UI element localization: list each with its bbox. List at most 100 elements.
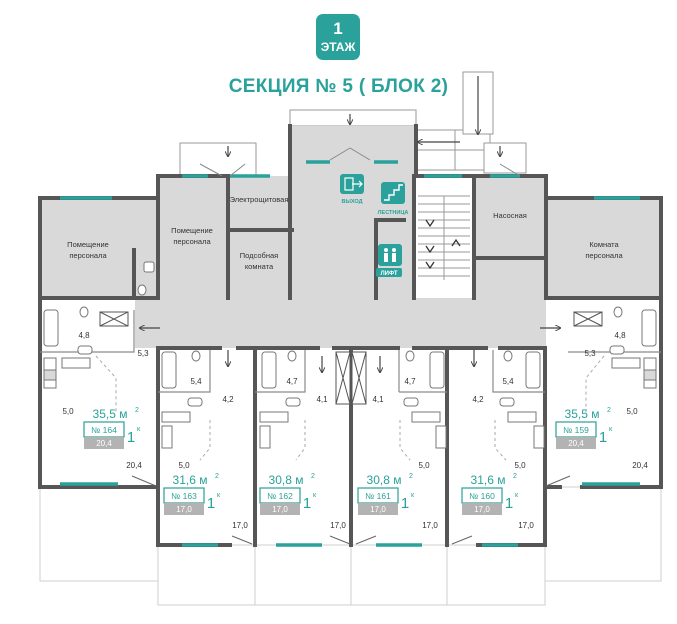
dimension-label: 5,0 bbox=[62, 407, 74, 416]
living-area: 17,0 bbox=[370, 505, 386, 514]
room-staff-left-l1: Помещение bbox=[67, 240, 109, 249]
stairs-icon: ЛЕСТНИЦА bbox=[378, 182, 409, 216]
dimension-label: 4,8 bbox=[78, 331, 90, 340]
living-area-box bbox=[260, 503, 300, 515]
common-areas bbox=[40, 126, 661, 348]
living-area: 20,4 bbox=[568, 439, 584, 448]
apartment-area: 31,6 м bbox=[471, 473, 506, 487]
dimension-label: 5,0 bbox=[178, 461, 190, 470]
balcony-163 bbox=[157, 544, 256, 606]
apartment-area: 31,6 м bbox=[173, 473, 208, 487]
staff-room-right bbox=[546, 198, 661, 298]
dimension-label: 5,4 bbox=[502, 377, 514, 386]
pump-room bbox=[474, 176, 546, 258]
exit-icon: ВЫХОД bbox=[340, 174, 364, 205]
area-unit-superscript: 2 bbox=[215, 473, 219, 480]
area-unit-superscript: 2 bbox=[513, 473, 517, 480]
dimension-label: 17,0 bbox=[232, 521, 248, 530]
utility-room bbox=[228, 230, 292, 298]
floor-number: 1 bbox=[333, 19, 343, 38]
living-area: 17,0 bbox=[176, 505, 192, 514]
balcony-161 bbox=[350, 544, 448, 606]
dimension-label: 4,2 bbox=[472, 395, 484, 404]
dimension-label: 17,0 bbox=[422, 521, 438, 530]
kitchens bbox=[43, 357, 657, 449]
living-area-box bbox=[556, 437, 596, 449]
area-unit-superscript: 2 bbox=[607, 407, 611, 414]
toilets bbox=[79, 284, 623, 362]
dimension-label: 4,8 bbox=[614, 331, 626, 340]
corridor-right bbox=[474, 258, 546, 298]
room-staff-right-l2: персонала bbox=[585, 251, 623, 260]
room-staff-right-l1: Комната bbox=[589, 240, 619, 249]
living-area-box bbox=[358, 503, 398, 515]
staff-room-mid bbox=[158, 176, 228, 298]
room-labels: Помещение персонала Помещение персонала … bbox=[67, 195, 623, 271]
dimension-label: 17,0 bbox=[330, 521, 346, 530]
area-unit-superscript: 2 bbox=[135, 407, 139, 414]
room-count: 1 bbox=[127, 429, 135, 446]
room-electrical: Электрощитовая bbox=[230, 195, 289, 204]
partitions bbox=[40, 310, 661, 393]
living-area-box bbox=[164, 503, 204, 515]
lift-icon: ЛИФТ bbox=[376, 244, 402, 277]
zone-lines bbox=[95, 355, 605, 461]
staircase bbox=[414, 176, 474, 298]
living-area: 17,0 bbox=[474, 505, 490, 514]
room-count: 1 bbox=[401, 495, 409, 512]
dimension-label: 5,0 bbox=[626, 407, 638, 416]
section-title: СЕКЦИЯ № 5 ( БЛОК 2) bbox=[228, 76, 449, 97]
electrical-room bbox=[228, 176, 292, 230]
dimension-label: 17,0 bbox=[518, 521, 534, 530]
apartment-number: № 162 bbox=[267, 491, 293, 501]
direction-arrows bbox=[140, 76, 560, 372]
exit-label: ВЫХОД bbox=[341, 199, 362, 205]
room-pump: Насосная bbox=[493, 211, 527, 220]
canopy-right-2 bbox=[483, 142, 527, 174]
room-count-superscript: к bbox=[313, 492, 317, 499]
dimension-label: 5,3 bbox=[584, 349, 596, 358]
corridor-left bbox=[135, 298, 160, 348]
room-staff-mid-l2: персонала bbox=[173, 237, 211, 246]
dimension-label: 5,0 bbox=[514, 461, 526, 470]
dimension-label: 5,4 bbox=[190, 377, 202, 386]
canopy-left bbox=[179, 142, 257, 176]
apartment-area: 30,8 м bbox=[367, 473, 402, 487]
dimension-label: 20,4 bbox=[126, 461, 142, 470]
sinks bbox=[77, 261, 625, 407]
corridor bbox=[158, 298, 546, 348]
room-count-superscript: к bbox=[411, 492, 415, 499]
dimension-label: 4,2 bbox=[222, 395, 234, 404]
area-unit-superscript: 2 bbox=[311, 473, 315, 480]
living-area-box bbox=[462, 503, 502, 515]
apartment-number: № 161 bbox=[365, 491, 391, 501]
dimension-label: 5,0 bbox=[418, 461, 430, 470]
living-area-box bbox=[84, 437, 124, 449]
apartment-number: № 163 bbox=[171, 491, 197, 501]
room-count-superscript: к bbox=[137, 426, 141, 433]
room-count-superscript: к bbox=[609, 426, 613, 433]
floor-badge: 1 ЭТАЖ bbox=[316, 14, 360, 60]
lift-shafts bbox=[99, 311, 603, 405]
balconies bbox=[39, 486, 662, 606]
dimension-label: 4,1 bbox=[316, 395, 328, 404]
living-area: 17,0 bbox=[272, 505, 288, 514]
room-count: 1 bbox=[599, 429, 607, 446]
room-count: 1 bbox=[207, 495, 215, 512]
living-area: 20,4 bbox=[96, 439, 112, 448]
entrance-doors bbox=[199, 147, 521, 177]
dimension-labels: 4,85,35,020,45,44,25,017,04,74,117,04,14… bbox=[62, 331, 648, 530]
stairs-label: ЛЕСТНИЦА bbox=[378, 210, 409, 216]
room-count: 1 bbox=[505, 495, 513, 512]
room-count-superscript: к bbox=[515, 492, 519, 499]
apartment-area: 30,8 м bbox=[269, 473, 304, 487]
apartment-doors bbox=[131, 475, 571, 545]
